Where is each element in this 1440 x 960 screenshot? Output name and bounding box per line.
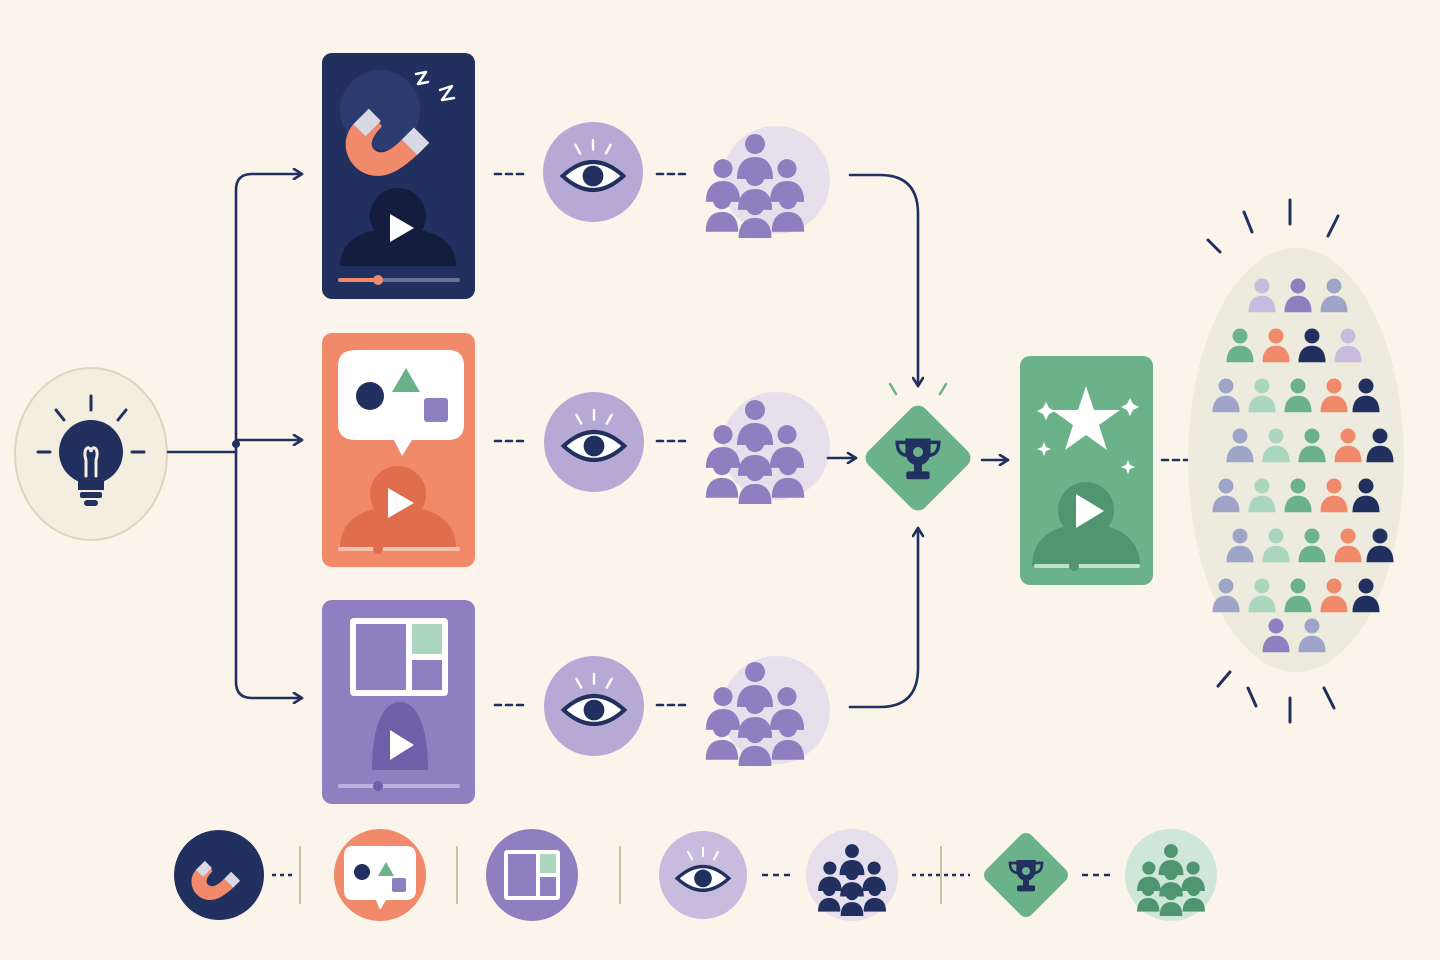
dashed-links: [493, 172, 692, 707]
progress-track[interactable]: [338, 784, 460, 788]
grid-layout-icon: [504, 850, 560, 900]
audience-group-1: [706, 126, 830, 238]
spark-icon: [414, 70, 430, 86]
legend-layout: [486, 829, 578, 921]
grid-layout-icon: [350, 618, 448, 696]
variant-card-layout: [322, 600, 475, 804]
view-node-2: [544, 392, 644, 492]
audience-group-3: [706, 656, 830, 766]
crowd-audience: [1188, 198, 1404, 724]
progress-track[interactable]: [1034, 564, 1140, 568]
play-icon[interactable]: [1076, 494, 1104, 528]
sparkle-icon: [1121, 398, 1139, 416]
progress-track[interactable]: [338, 547, 460, 551]
legend-row: [174, 829, 1217, 921]
lightbulb-icon: [36, 394, 146, 506]
variant-card-hook: [322, 53, 475, 299]
branch-connectors: [166, 174, 304, 698]
presenter-silhouette: [372, 702, 428, 770]
speech-bubble-shapes-icon: [338, 350, 464, 456]
audience-group-2: [706, 392, 830, 504]
legend-story: [334, 829, 426, 921]
idea-node: [14, 367, 168, 541]
emphasis-rays: [1206, 198, 1340, 724]
variant-card-story: [322, 333, 475, 567]
play-icon[interactable]: [390, 730, 414, 760]
sparkle-icon: [1037, 442, 1051, 456]
sparkle-icon: [1037, 402, 1055, 420]
spark-icon: [438, 84, 456, 102]
merge-connectors: [826, 173, 1200, 709]
play-icon[interactable]: [390, 214, 414, 242]
presenter-silhouette: [340, 188, 456, 266]
view-node-1: [543, 122, 643, 222]
test-winner-node: [865, 382, 971, 511]
legend-test: [984, 833, 1068, 917]
winner-video-card: [1020, 356, 1153, 585]
legend-view: [659, 831, 747, 919]
speech-bubble-shapes-icon: [344, 846, 416, 910]
sparkle-icon: [1121, 460, 1135, 474]
play-icon[interactable]: [388, 488, 414, 518]
star-icon: [1052, 386, 1120, 450]
view-node-3: [544, 656, 644, 756]
legend-crowd: [1125, 829, 1217, 921]
legend-hook: [174, 830, 264, 920]
legend-audience: [806, 829, 898, 921]
